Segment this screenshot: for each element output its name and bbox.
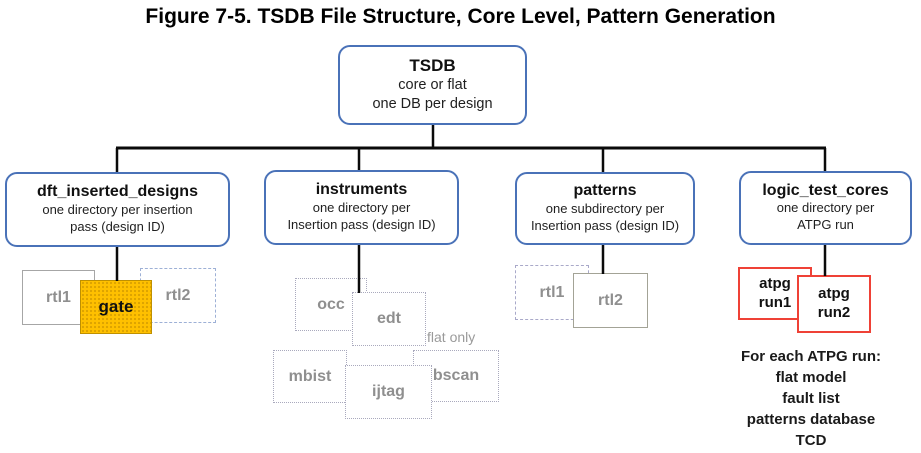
node-patterns-desc-line2: Insertion pass (design ID)	[530, 217, 680, 233]
node-dft-desc-line2: pass (design ID)	[70, 218, 165, 234]
node-dft-title: dft_inserted_designs	[37, 183, 198, 201]
node-tsdb-title: TSDB	[409, 56, 456, 76]
note-line-3: fault list	[782, 390, 840, 407]
node-instruments-desc-line2: Insertion pass (design ID)	[287, 216, 436, 232]
note-line-2: flat model	[775, 369, 847, 386]
leaf-mbist: mbist	[273, 350, 347, 403]
node-dft-inserted-designs: dft_inserted_designs one directory per i…	[5, 172, 230, 247]
label-flat-only: flat only	[427, 329, 476, 345]
node-tsdb-desc-line1: core or flat	[398, 76, 467, 93]
node-logic-desc-line1: one directory per	[776, 200, 875, 216]
node-instruments-title: instruments	[315, 181, 408, 199]
node-instruments: instruments one directory per Insertion …	[264, 170, 459, 245]
figure-title: Figure 7-5. TSDB File Structure, Core Le…	[145, 5, 776, 28]
leaf-edt: edt	[352, 292, 426, 346]
leaf-dft-gate: gate	[80, 280, 152, 334]
node-tsdb: TSDB core or flat one DB per design	[338, 45, 527, 125]
node-logic-test-cores: logic_test_cores one directory per ATPG …	[739, 171, 912, 245]
node-patterns: patterns one subdirectory per Insertion …	[515, 172, 695, 245]
note-line-5: TCD	[795, 432, 827, 449]
node-instruments-desc-line1: one directory per	[312, 199, 411, 215]
node-dft-desc-line1: one directory per insertion	[42, 201, 193, 217]
node-patterns-title: patterns	[573, 182, 637, 200]
node-logic-desc-line2: ATPG run	[797, 217, 854, 233]
note-line-1: For each ATPG run:	[740, 348, 881, 365]
atpg-run-note: For each ATPG run: flat model fault list…	[705, 346, 917, 451]
node-patterns-desc-line1: one subdirectory per	[545, 200, 665, 216]
node-tsdb-desc-line2: one DB per design	[372, 95, 493, 112]
leaf-ijtag: ijtag	[345, 365, 432, 419]
node-logic-title: logic_test_cores	[762, 181, 889, 199]
leaf-atpg-run2: atpg run2	[797, 275, 871, 333]
note-line-4: patterns database	[746, 411, 876, 428]
leaf-patterns-rtl2: rtl2	[573, 273, 648, 328]
